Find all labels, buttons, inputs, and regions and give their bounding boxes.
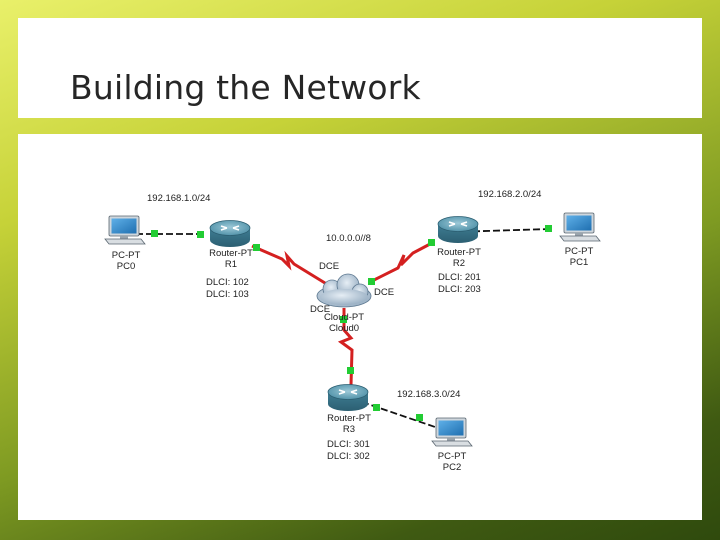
serial-link-r1-cloud [251, 244, 339, 293]
dce-label-r1: DCE [319, 261, 339, 272]
dce-label-r3: DCE [310, 304, 330, 315]
diagram-panel [18, 134, 702, 520]
r2-dlci-1: DLCI: 201 [438, 272, 481, 283]
pc0-model-label: PC-PT [112, 250, 141, 261]
pc1-model-label: PC-PT [565, 246, 594, 257]
router-icon [327, 383, 369, 412]
pc2-name-label: PC2 [443, 462, 461, 473]
cloud0-model-label: Cloud-PT [324, 312, 364, 323]
pc-icon [104, 215, 146, 245]
pc2-model-label: PC-PT [438, 451, 467, 462]
lan0-network-label: 192.168.1.0/24 [147, 193, 210, 204]
r1-model-label: Router-PT [209, 248, 253, 259]
status-dot [253, 244, 260, 251]
status-dot [373, 404, 380, 411]
router-icon [209, 219, 251, 248]
pc0-device[interactable]: PC-PT PC0 [104, 215, 146, 272]
status-dot [151, 230, 158, 237]
pc0-name-label: PC0 [117, 261, 135, 272]
r1-dlci-2: DLCI: 103 [206, 289, 249, 300]
status-dot [428, 239, 435, 246]
router-r1-device[interactable]: Router-PT R1 DLCI: 102 DLCI: 103 [206, 219, 253, 301]
router-r2-device[interactable]: Router-PT R2 DLCI: 201 DLCI: 203 [437, 215, 481, 296]
cloud0-name-label: Cloud0 [329, 323, 359, 334]
status-dot [368, 278, 375, 285]
r3-name-label: R3 [343, 424, 355, 435]
pc-icon [559, 212, 601, 242]
r2-dlci-2: DLCI: 203 [438, 284, 481, 295]
wan-network-label: 10.0.0.0//8 [326, 233, 371, 244]
pc1-name-label: PC1 [570, 257, 588, 268]
pc2-device[interactable]: PC-PT PC2 [431, 417, 473, 473]
r2-model-label: Router-PT [437, 247, 481, 258]
pc1-device[interactable]: PC-PT PC1 [559, 212, 601, 268]
router-icon [437, 215, 479, 244]
r3-model-label: Router-PT [327, 413, 371, 424]
r1-name-label: R1 [225, 259, 237, 270]
status-dot [197, 231, 204, 238]
slide-title: Building the Network [70, 68, 421, 107]
cloud-icon [316, 273, 372, 308]
r3-dlci-2: DLCI: 302 [327, 451, 370, 462]
pc-icon [431, 417, 473, 447]
status-dot [340, 316, 347, 323]
r2-name-label: R2 [453, 258, 465, 269]
router-r3-device[interactable]: Router-PT R3 DLCI: 301 DLCI: 302 [327, 383, 371, 463]
status-dot [545, 225, 552, 232]
serial-link-cloud-r2 [371, 241, 433, 283]
lan1-network-label: 192.168.2.0/24 [478, 189, 541, 200]
status-dot [416, 414, 423, 421]
cloud0-device[interactable]: Cloud-PT Cloud0 [316, 273, 372, 334]
r1-dlci-1: DLCI: 102 [206, 277, 249, 288]
dce-label-r2: DCE [374, 287, 394, 298]
serial-link-cloud-r3 [337, 308, 354, 386]
lan2-network-label: 192.168.3.0/24 [397, 389, 460, 400]
title-panel: Building the Network [18, 18, 702, 118]
status-dot [347, 367, 354, 374]
r3-dlci-1: DLCI: 301 [327, 439, 370, 450]
